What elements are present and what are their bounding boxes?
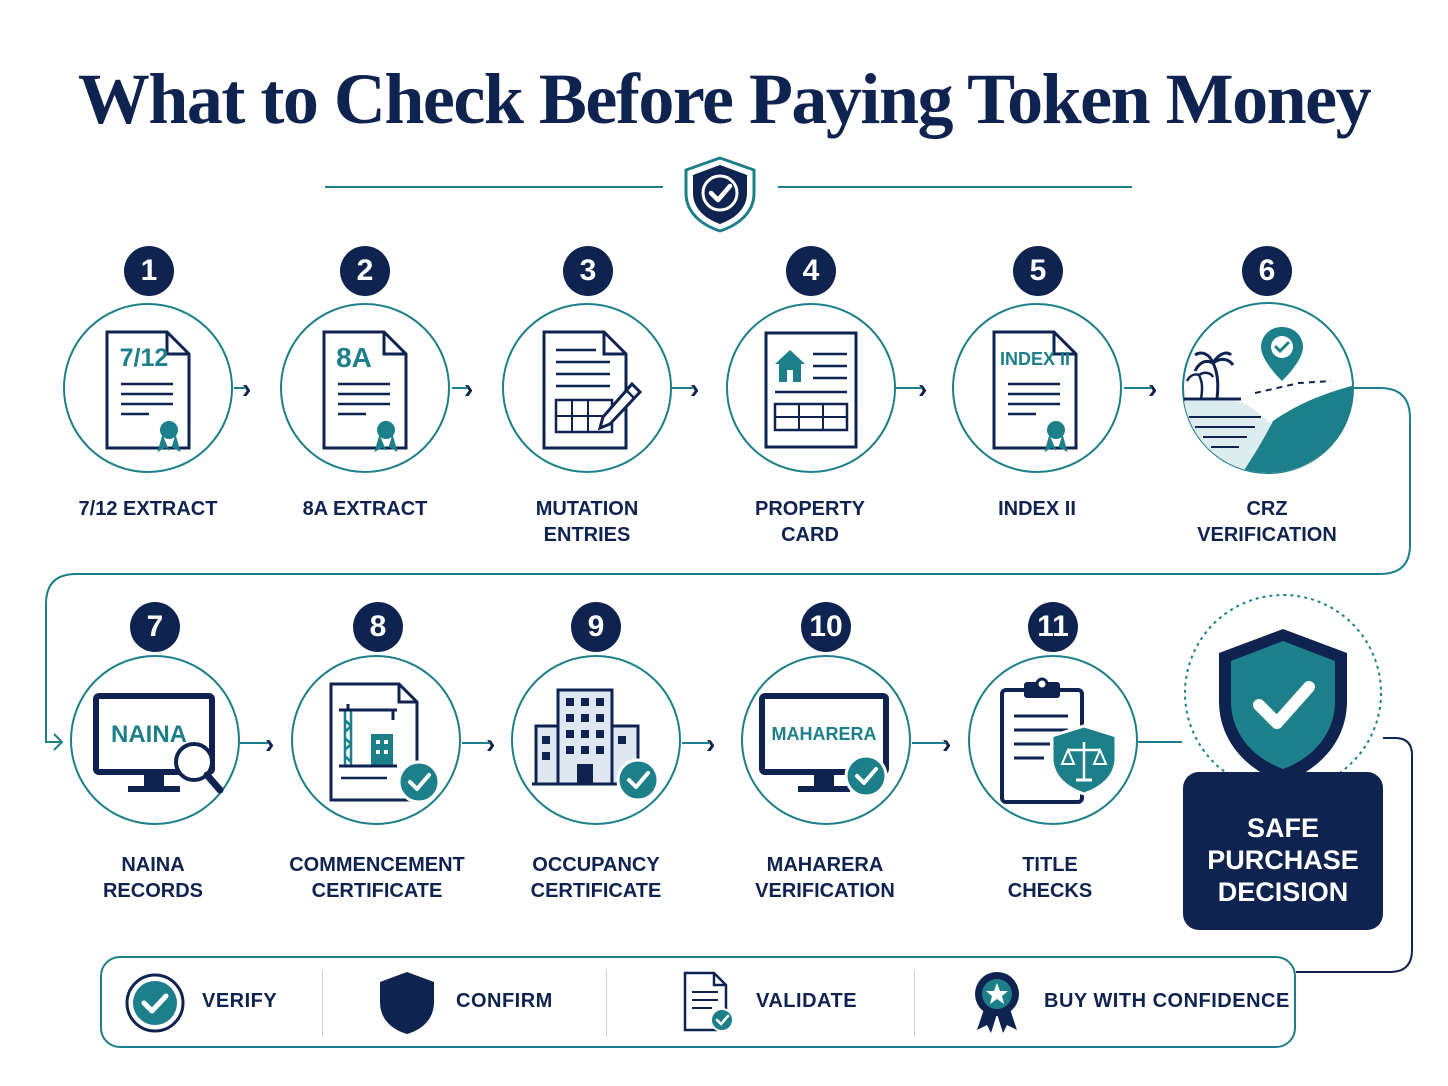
clipboard-scales-icon bbox=[1000, 677, 1118, 804]
document-seal-icon bbox=[105, 330, 191, 453]
step-label-8: COMMENCEMENT CERTIFICATE bbox=[289, 854, 465, 902]
bar-label-buy-with-confidence: BUY WITH CONFIDENCE bbox=[1044, 990, 1290, 1012]
document-seal-icon bbox=[992, 330, 1078, 453]
page-title: What to Check Before Paying Token Money bbox=[77, 59, 1372, 139]
flow-arrow: › bbox=[706, 728, 716, 759]
step-number-10: 10 bbox=[801, 602, 851, 652]
building-check-icon bbox=[532, 688, 660, 802]
step-label-1: 7/12 EXTRACT bbox=[78, 498, 218, 520]
title-rule-left bbox=[325, 186, 663, 188]
step-label-6: CRZ VERIFICATION bbox=[1197, 498, 1337, 546]
step-number-2: 2 bbox=[340, 246, 390, 296]
step-label-11: TITLE CHECKS bbox=[1007, 854, 1093, 902]
bar-label-validate: VALIDATE bbox=[756, 990, 858, 1012]
monitor-search-icon bbox=[93, 693, 224, 794]
step-number-3: 3 bbox=[563, 246, 613, 296]
bar-divider bbox=[914, 970, 915, 1036]
doc-text-5: INDEX II bbox=[999, 349, 1070, 369]
step-number-7: 7 bbox=[130, 602, 180, 652]
document-pen-icon bbox=[542, 330, 643, 450]
flow-arrow: › bbox=[242, 373, 252, 404]
step-label-9: OCCUPANCY CERTIFICATE bbox=[530, 854, 662, 902]
step-label-10: MAHARERA VERIFICATION bbox=[755, 854, 895, 902]
screen-text-10: MAHARERA bbox=[771, 724, 877, 744]
shield-check-icon bbox=[1184, 594, 1382, 792]
flow-arrow: › bbox=[265, 728, 275, 759]
flow-arrow-lines-row1 bbox=[234, 387, 1152, 389]
bar-divider bbox=[606, 970, 607, 1036]
step-number-8: 8 bbox=[353, 602, 403, 652]
check-circle-icon bbox=[125, 973, 185, 1033]
flow-arrow: › bbox=[486, 728, 496, 759]
header-shield-icon bbox=[684, 156, 756, 233]
step-number-6: 6 bbox=[1242, 246, 1292, 296]
bar-label-verify: VERIFY bbox=[202, 990, 278, 1012]
step-label-2: 8A EXTRACT bbox=[302, 498, 428, 520]
doc-text-1: 7/12 bbox=[119, 344, 169, 372]
step-number-5: 5 bbox=[1013, 246, 1063, 296]
coastline-pin-icon bbox=[1182, 302, 1354, 474]
title-rule-right bbox=[778, 186, 1132, 188]
property-card-icon bbox=[764, 331, 858, 449]
flow-arrow: › bbox=[918, 373, 928, 404]
flow-arrow-lines-row2 bbox=[240, 742, 946, 744]
step-number-9: 9 bbox=[571, 602, 621, 652]
award-star-icon bbox=[975, 972, 1019, 1033]
flow-arrow: › bbox=[464, 373, 474, 404]
flow-arrow: › bbox=[1148, 373, 1158, 404]
flow-arrow: › bbox=[942, 728, 952, 759]
document-seal-icon bbox=[322, 330, 408, 453]
doc-text-2: 8A bbox=[336, 342, 372, 373]
flow-arrow: › bbox=[690, 373, 700, 404]
step-number-4: 4 bbox=[786, 246, 836, 296]
construction-doc-icon bbox=[329, 682, 441, 804]
safe-purchase-decision-box: SAFE PURCHASE DECISION bbox=[1183, 772, 1383, 930]
step-label-3: MUTATION ENTRIES bbox=[535, 498, 639, 546]
document-check-icon bbox=[683, 971, 734, 1032]
monitor-check-icon bbox=[759, 693, 889, 798]
screen-text-7: NAINA bbox=[111, 721, 187, 748]
step-label-4: PROPERTY CARD bbox=[754, 498, 866, 546]
shield-icon bbox=[380, 972, 434, 1034]
bar-label-confirm: CONFIRM bbox=[456, 990, 553, 1012]
step-number-11: 11 bbox=[1028, 602, 1078, 652]
step-label-5: INDEX II bbox=[998, 498, 1076, 520]
step-number-1: 1 bbox=[124, 246, 174, 296]
step-label-7: NAINA RECORDS bbox=[102, 854, 203, 902]
bar-divider bbox=[322, 970, 323, 1036]
